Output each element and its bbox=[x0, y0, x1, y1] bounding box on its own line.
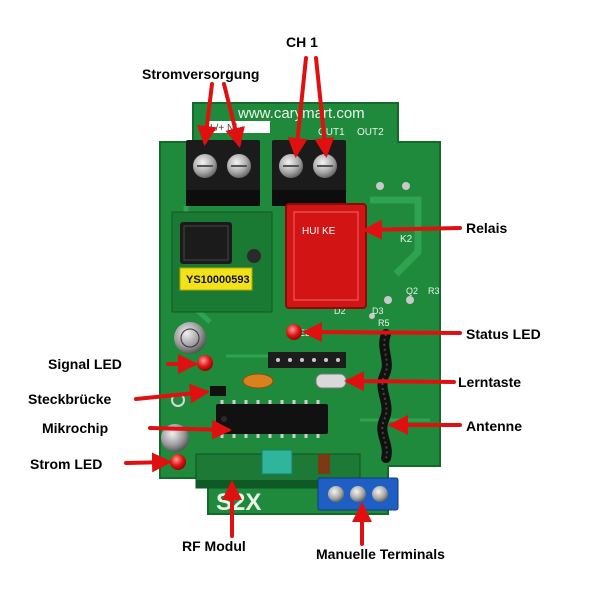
power-arrow-left bbox=[196, 82, 217, 146]
status-led-icon bbox=[286, 324, 302, 340]
screw-icon bbox=[328, 486, 344, 502]
k2-text: K2 bbox=[400, 234, 413, 245]
power-module bbox=[171, 211, 273, 313]
label-relay: Relais bbox=[466, 220, 508, 236]
label-ch1: CH 1 bbox=[286, 34, 318, 50]
relay-component: HUI KE bbox=[285, 203, 367, 309]
status-led-arrow bbox=[302, 322, 462, 343]
label-antenna: Antenne bbox=[466, 418, 522, 434]
label-manual-terminals: Manuelle Terminals bbox=[316, 546, 445, 562]
label-power-led: Strom LED bbox=[30, 456, 103, 472]
rf-module-component bbox=[195, 449, 361, 489]
signal-led-icon bbox=[197, 355, 213, 371]
pointer-arrows bbox=[124, 56, 462, 546]
d2-text: D2 bbox=[334, 306, 346, 316]
label-rf-module: RF Modul bbox=[182, 538, 246, 554]
model-text: S2X bbox=[216, 489, 261, 516]
inductor bbox=[180, 222, 232, 264]
r3-text: R3 bbox=[428, 286, 440, 296]
header-pins bbox=[210, 352, 346, 396]
label-jumper: Steckbrücke bbox=[28, 391, 112, 407]
antenna-coil bbox=[377, 329, 392, 463]
microchip-component bbox=[216, 400, 328, 438]
relay-arrow bbox=[362, 219, 462, 240]
out2-text: OUT2 bbox=[357, 127, 384, 138]
capacitor-icon bbox=[161, 424, 189, 452]
learn-button-component bbox=[315, 373, 347, 389]
ch1-arrow-left bbox=[287, 56, 308, 158]
screw-icon bbox=[372, 486, 388, 502]
power-arrow-right bbox=[222, 82, 245, 148]
ch1-arrow-right bbox=[314, 56, 335, 158]
d3-text: D3 bbox=[372, 306, 384, 316]
ceramic-capacitor bbox=[242, 373, 274, 389]
q2-text: Q2 bbox=[406, 286, 418, 296]
svg-text:HUI KE: HUI KE bbox=[302, 226, 336, 237]
serial-sticker: YS10000593 bbox=[179, 267, 253, 291]
power-led-arrow bbox=[124, 452, 172, 473]
manual-terminal-block bbox=[317, 477, 399, 511]
label-learn-button: Lerntaste bbox=[458, 374, 522, 390]
relay-terminal-block bbox=[272, 140, 346, 206]
out1-text: OUT1 bbox=[318, 127, 345, 138]
screw-icon bbox=[350, 486, 366, 502]
r5-text: R5 bbox=[378, 318, 390, 328]
label-power-supply: Stromversorgung bbox=[142, 66, 260, 82]
capacitor-icon bbox=[174, 322, 206, 354]
jumper-arrow bbox=[134, 383, 210, 404]
power-terminal-block bbox=[186, 140, 260, 206]
svg-text:L/+ N/-: L/+ N/- bbox=[210, 123, 240, 134]
label-status-led: Status LED bbox=[466, 326, 541, 342]
learn-button-arrow bbox=[344, 371, 456, 392]
power-led-icon bbox=[170, 454, 186, 470]
microchip-arrow bbox=[148, 419, 232, 440]
svg-text:YS10000593: YS10000593 bbox=[186, 274, 250, 286]
label-signal-led: Signal LED bbox=[48, 356, 122, 372]
label-microchip: Mikrochip bbox=[42, 420, 109, 436]
